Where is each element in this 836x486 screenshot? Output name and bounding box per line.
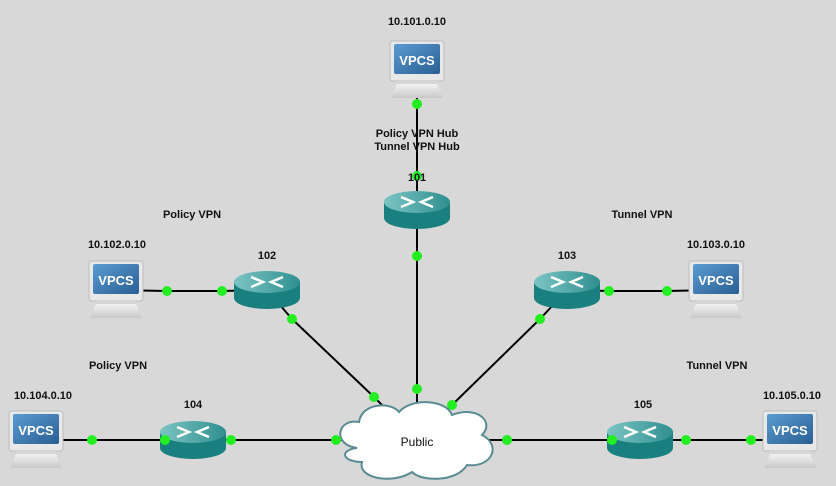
port-status-dot[interactable]: [87, 435, 97, 445]
port-status-dot[interactable]: [604, 286, 614, 296]
router-label: 101: [407, 172, 427, 184]
router-node-r101[interactable]: [384, 191, 450, 229]
port-status-dot[interactable]: [412, 99, 422, 109]
vpcs-screen-text: VPCS: [18, 423, 54, 438]
vpcs-label: 10.103.0.10: [686, 239, 746, 251]
annotation-line: Policy VPN: [162, 209, 222, 221]
port-status-dot[interactable]: [607, 435, 617, 445]
computer-icon: VPCS: [762, 410, 818, 468]
router-node-r105[interactable]: [607, 421, 673, 459]
port-status-dot[interactable]: [412, 251, 422, 261]
port-status-dot[interactable]: [502, 435, 512, 445]
vpcs-node-pc104[interactable]: VPCS: [8, 410, 64, 468]
router-node-r104[interactable]: [160, 421, 226, 459]
cloud-icon: [339, 401, 494, 480]
vpcs-label: 10.101.0.10: [387, 16, 447, 28]
vpcs-label: 10.102.0.10: [87, 239, 147, 251]
port-status-dot[interactable]: [412, 384, 422, 394]
annotation-line: Tunnel VPN Hub: [374, 141, 460, 153]
annotation-line: Policy VPN Hub: [375, 128, 459, 140]
router-icon: [234, 271, 300, 309]
computer-icon: VPCS: [88, 260, 144, 318]
port-status-dot[interactable]: [160, 435, 170, 445]
router-label: 103: [557, 250, 577, 262]
annotation-note-104: Policy VPN: [89, 360, 147, 373]
port-status-dot[interactable]: [412, 171, 422, 181]
annotation-line: Tunnel VPN: [611, 209, 673, 221]
link-r102-cloud[interactable]: [291, 318, 375, 398]
router-label: 104: [183, 399, 203, 411]
port-status-dot[interactable]: [217, 286, 227, 296]
port-status-dot[interactable]: [662, 286, 672, 296]
port-status-dot[interactable]: [681, 435, 691, 445]
cloud-label: Public: [400, 435, 434, 449]
port-status-dot[interactable]: [162, 286, 172, 296]
port-status-dot[interactable]: [369, 392, 379, 402]
vpcs-node-pc103[interactable]: VPCS: [688, 260, 744, 318]
computer-icon: VPCS: [8, 410, 64, 468]
router-icon: [160, 421, 226, 459]
port-status-dot[interactable]: [447, 400, 457, 410]
router-label: 105: [633, 399, 653, 411]
port-status-dot[interactable]: [331, 435, 341, 445]
annotation-line: Policy VPN: [88, 360, 148, 372]
annotation-note-102: Policy VPN: [163, 209, 221, 222]
port-status-dot[interactable]: [746, 435, 756, 445]
router-node-r102[interactable]: [234, 271, 300, 309]
router-icon: [607, 421, 673, 459]
router-icon: [534, 271, 600, 309]
computer-icon: VPCS: [688, 260, 744, 318]
port-status-dot[interactable]: [287, 314, 297, 324]
vpcs-screen-text: VPCS: [698, 273, 734, 288]
computer-icon: VPCS: [389, 40, 445, 98]
vpcs-node-pc102[interactable]: VPCS: [88, 260, 144, 318]
ports-layer: [87, 99, 756, 445]
vpcs-label: 10.105.0.10: [762, 390, 822, 402]
vpcs-screen-text: VPCS: [772, 423, 808, 438]
vpcs-node-pc101[interactable]: VPCS: [389, 40, 445, 98]
port-status-dot[interactable]: [535, 314, 545, 324]
vpcs-screen-text: VPCS: [98, 273, 134, 288]
vpcs-node-pc105[interactable]: VPCS: [762, 410, 818, 468]
annotation-note-105: Tunnel VPN: [687, 360, 748, 373]
nodes-layer: VPCS VPCS VPCS VPCS VPCS: [8, 40, 818, 480]
vpcs-screen-text: VPCS: [399, 53, 435, 68]
annotation-note-103: Tunnel VPN: [612, 209, 673, 222]
port-status-dot[interactable]: [226, 435, 236, 445]
vpcs-label: 10.104.0.10: [13, 390, 73, 402]
router-label: 102: [257, 250, 277, 262]
link-r103-cloud[interactable]: [451, 318, 541, 406]
cloud-node-cloud[interactable]: [339, 401, 494, 480]
router-icon: [384, 191, 450, 229]
router-node-r103[interactable]: [534, 271, 600, 309]
annotation-line: Tunnel VPN: [686, 360, 748, 372]
